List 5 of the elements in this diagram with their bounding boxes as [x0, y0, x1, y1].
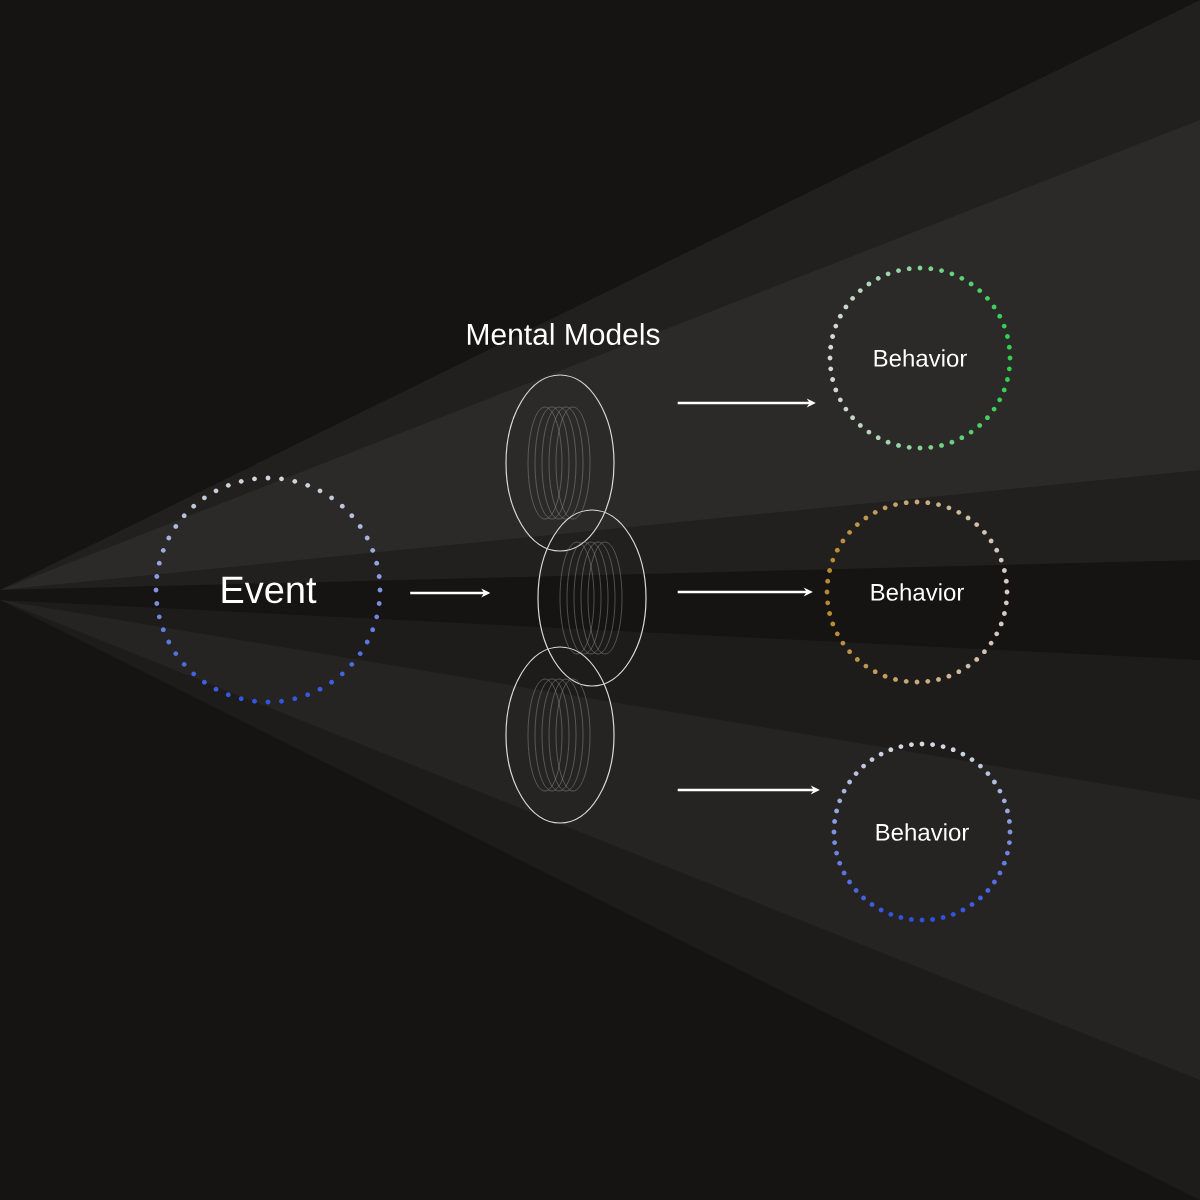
node-label: Event [222, 576, 317, 604]
heading: Mental Models [467, 323, 660, 346]
node-label: Behavior [874, 349, 967, 367]
node-label: Behavior [871, 583, 964, 601]
node-label: Behavior [876, 823, 969, 841]
